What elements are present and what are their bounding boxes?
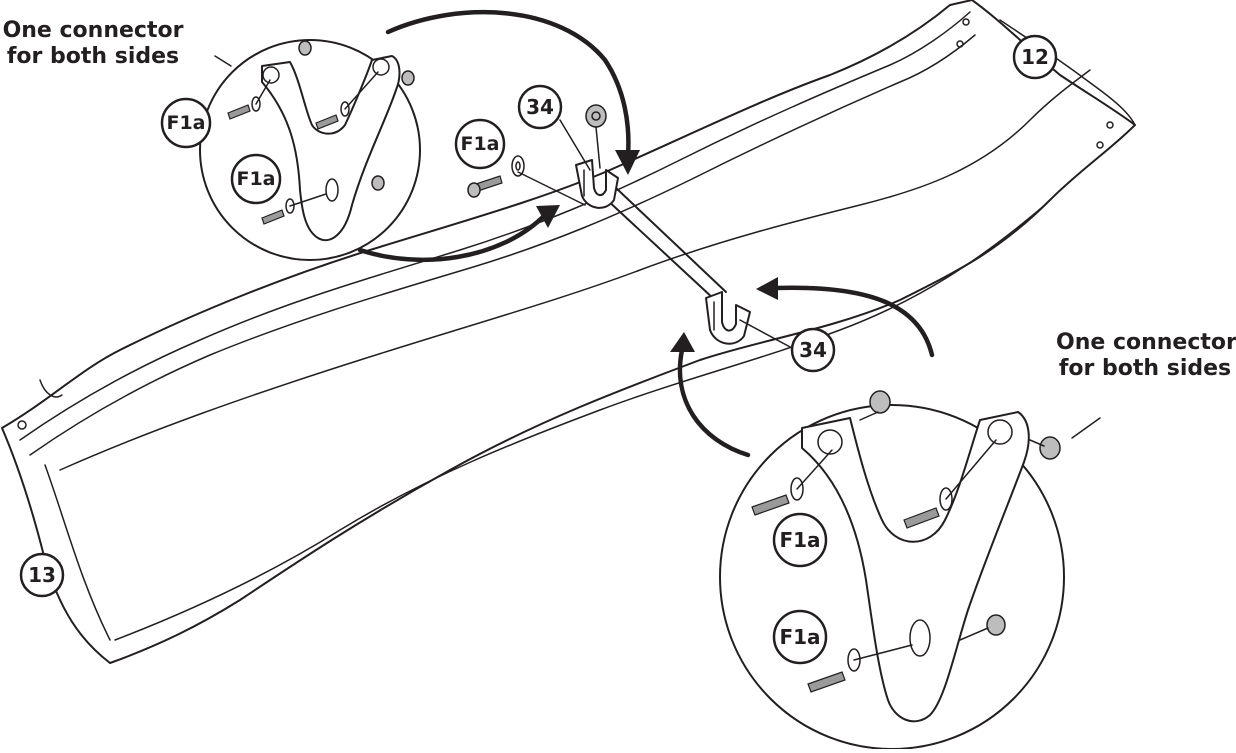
caption-top-left: One connector for both sides [0,18,186,70]
bolt-head-icon [467,182,481,198]
svg-text:F1a: F1a [779,528,820,552]
caption-leader-top [214,55,232,67]
badge-upper-bracket-34: 34 [517,84,563,130]
upper-bracket [575,159,619,209]
svg-text:F1a: F1a [460,133,499,155]
inset-top-left [199,39,421,261]
badge-lower-bracket-34: 34 [790,327,836,373]
arrows [357,10,935,458]
caption-bottom-right-line-2: for both sides [1058,356,1232,381]
badge-hardware-inset-top-upper: F1a [160,97,212,149]
rail-frame [1,0,1136,664]
badge-part-12: 12 [1012,34,1058,80]
svg-text:34: 34 [799,338,827,362]
caption-bottom-right: One connector for both sides [1056,330,1236,382]
svg-text:34: 34 [526,95,554,119]
caption-top-left-line-2: for both sides [6,44,180,69]
caption-bottom-right-line-1: One connector [1056,330,1236,355]
leader-lower-34 [739,319,793,349]
lower-bracket [705,291,751,345]
caption-leader-bottom [1071,417,1101,439]
svg-text:F1a: F1a [236,168,275,190]
svg-text:12: 12 [1021,45,1049,69]
badge-hardware-inset-bottom-upper: F1a [772,512,828,568]
badge-hardware-frame: F1a [454,118,506,170]
svg-text:13: 13 [28,563,56,587]
svg-text:F1a: F1a [166,112,205,134]
badge-part-13: 13 [19,552,65,598]
svg-text:F1a: F1a [779,625,820,649]
inset-bottom-right [719,390,1101,750]
frame-hardware [467,104,607,206]
crossbar [604,187,727,301]
badge-hardware-inset-bottom-lower: F1a [772,609,828,665]
badge-hardware-inset-top-lower: F1a [230,153,282,205]
nut-icon [585,104,607,128]
caption-top-left-line-1: One connector [2,18,184,43]
